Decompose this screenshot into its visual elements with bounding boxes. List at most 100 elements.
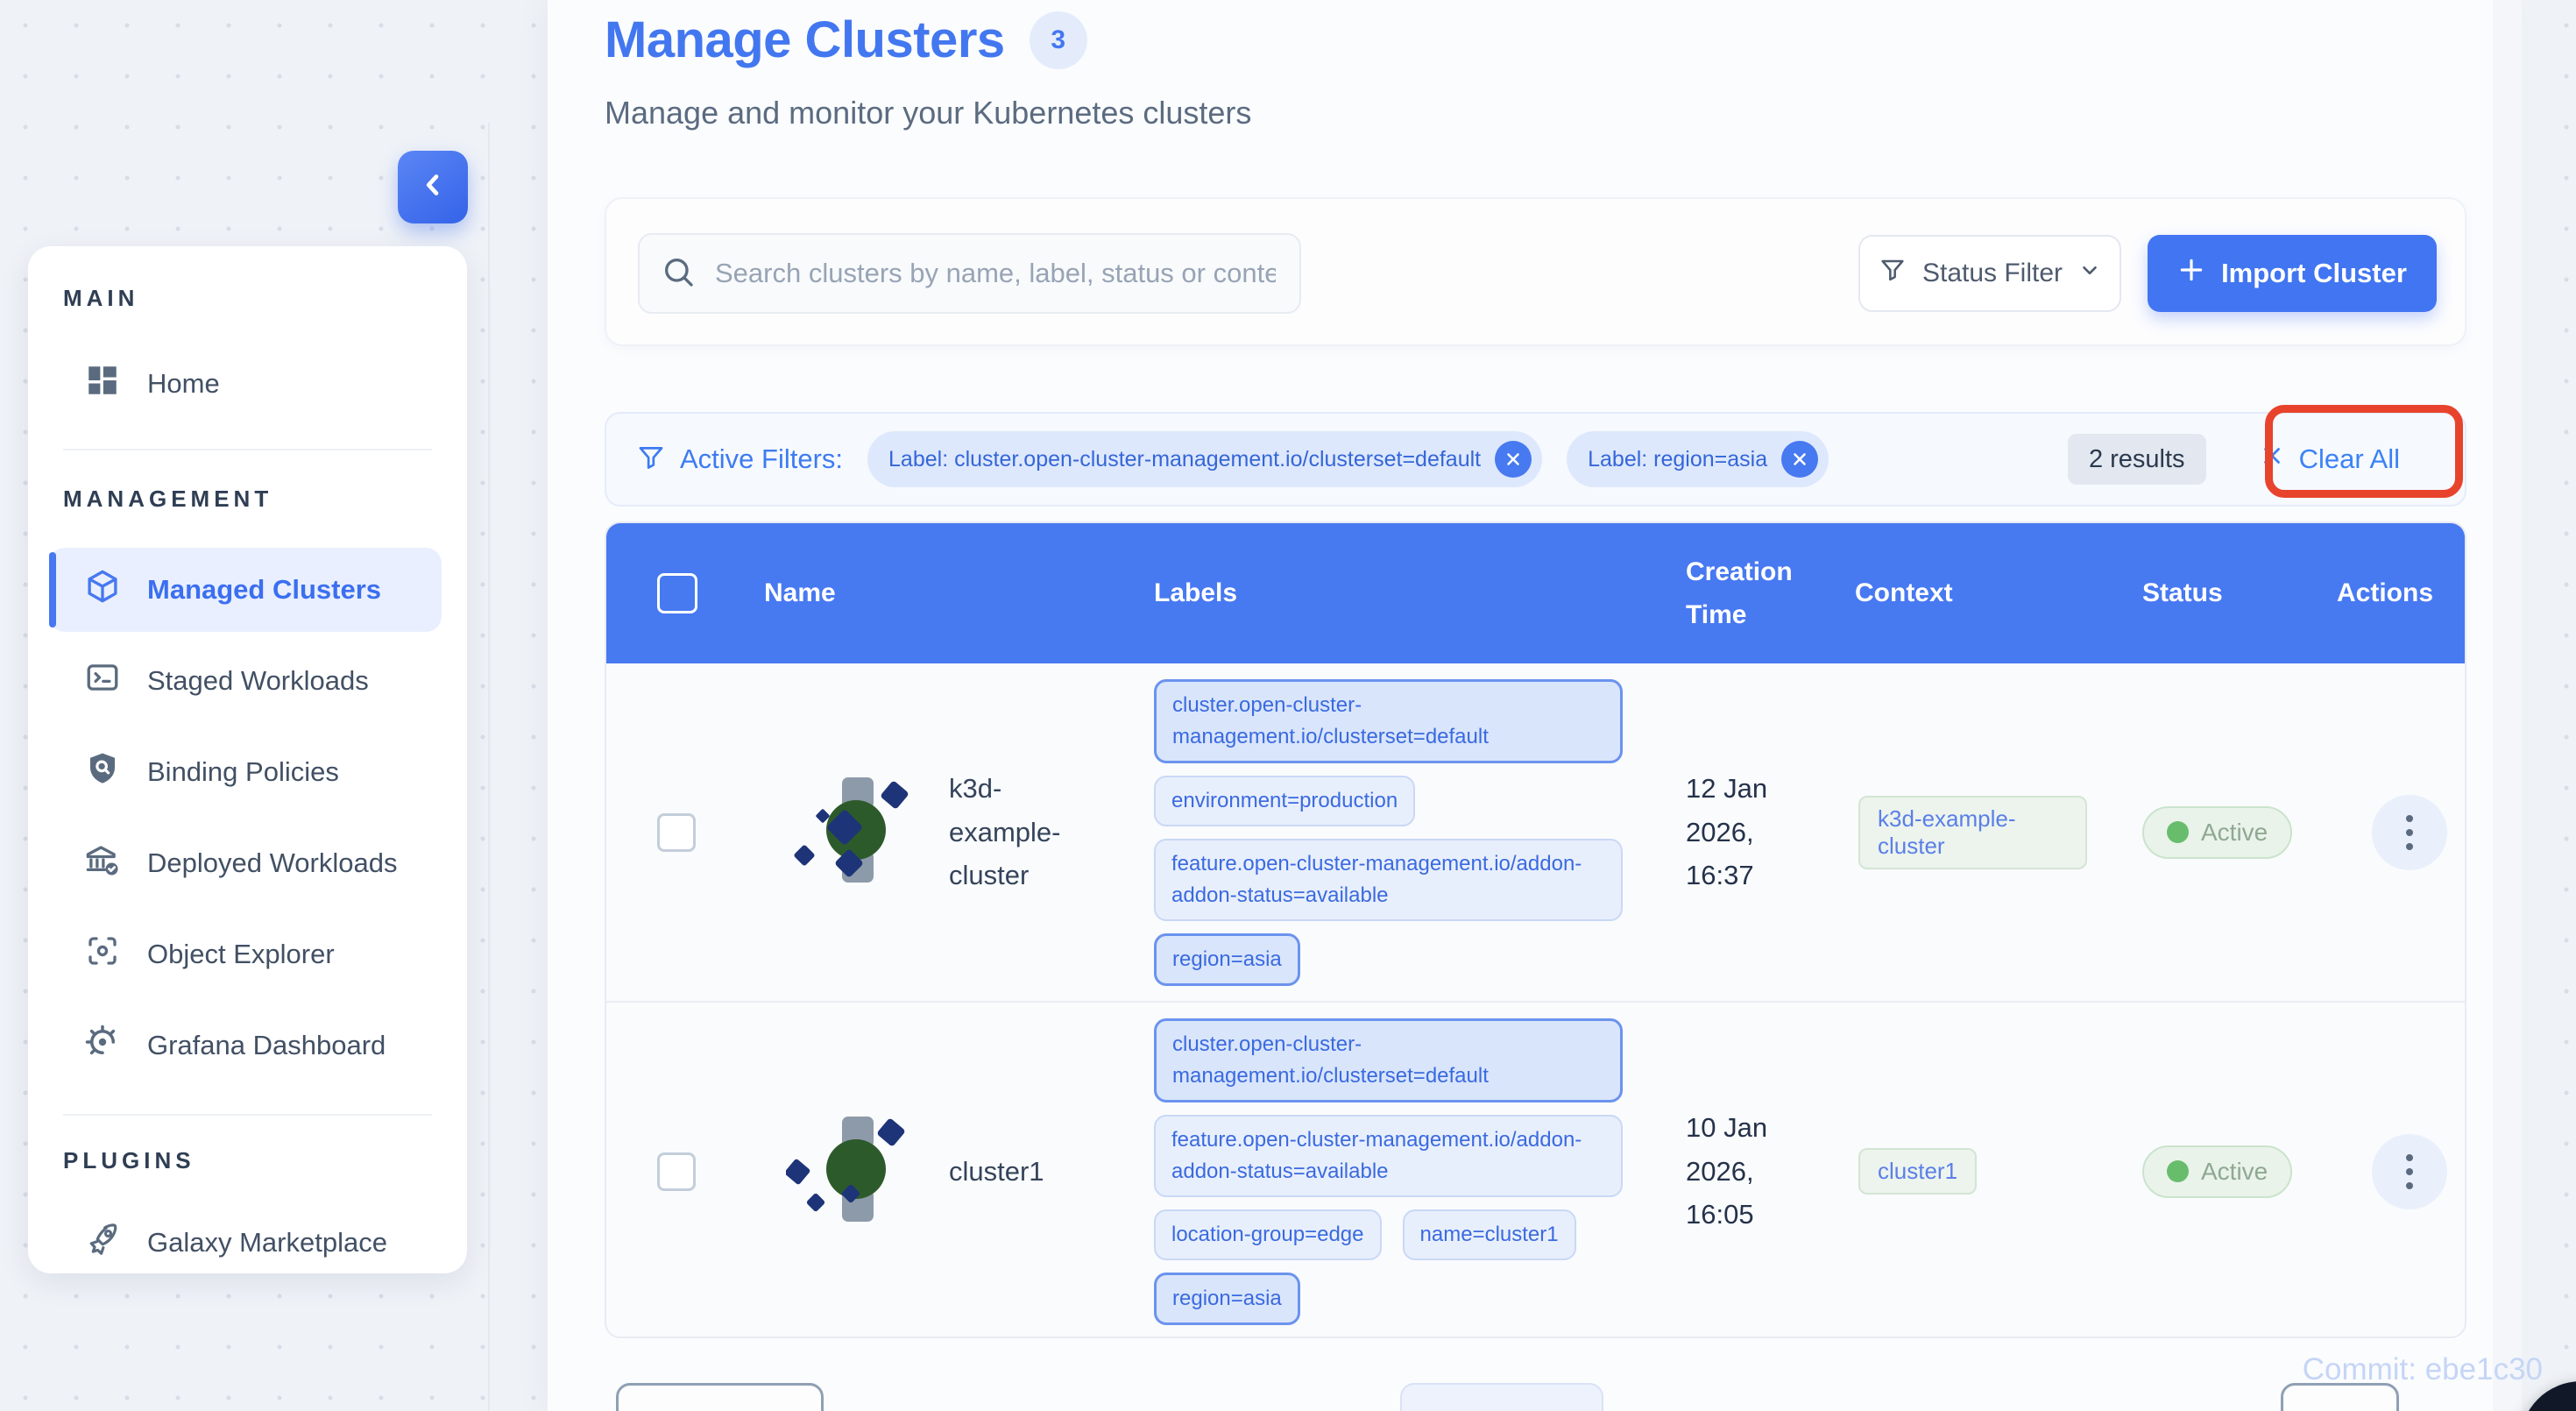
search-input[interactable]: [715, 258, 1276, 289]
sidebar: MAIN Home MANAGEMENT Managed Clusters St…: [28, 246, 467, 1273]
sidebar-item-grafana-dashboard[interactable]: Grafana Dashboard: [63, 1003, 432, 1088]
column-header-labels: Labels: [1154, 578, 1238, 607]
bank-check-icon: [84, 841, 121, 885]
column-header-creation-time: Creation Time: [1686, 557, 1793, 630]
scroll-gutter: [2493, 0, 2522, 1411]
status-filter-button[interactable]: Status Filter: [1858, 235, 2121, 312]
terminal-icon: [84, 659, 121, 703]
cluster-graph-icon: [786, 760, 926, 904]
status-label: Active: [2201, 818, 2268, 846]
sidebar-item-galaxy-marketplace[interactable]: Galaxy Marketplace: [63, 1209, 432, 1273]
sidebar-item-label: Grafana Dashboard: [147, 1030, 386, 1060]
select-all-checkbox[interactable]: [657, 573, 697, 613]
status-dot: [2167, 821, 2189, 843]
column-header-actions: Actions: [2337, 578, 2434, 607]
column-header-context: Context: [1855, 578, 1953, 607]
label-chip[interactable]: location-group=edge: [1154, 1209, 1382, 1260]
plus-icon: [2177, 256, 2205, 291]
sidebar-item-label: Binding Policies: [147, 756, 339, 787]
cube-icon: [84, 568, 121, 612]
pagination-page-indicator[interactable]: [1400, 1383, 1603, 1411]
chevron-down-icon: [2078, 259, 2101, 288]
rocket-icon: [84, 1221, 121, 1265]
home-grid-icon: [84, 362, 121, 406]
sidebar-item-home[interactable]: Home: [63, 351, 432, 417]
label-chip[interactable]: region=asia: [1154, 1272, 1300, 1325]
results-count: 2 results: [2067, 434, 2206, 485]
sidebar-section-management: MANAGEMENT: [63, 486, 273, 512]
funnel-icon-blue: [636, 443, 666, 477]
table-row: k3d-example-cluster cluster.open-cluster…: [606, 663, 2465, 1001]
row-actions-menu-button[interactable]: [2372, 794, 2447, 870]
label-chip[interactable]: region=asia: [1154, 932, 1300, 986]
sidebar-item-label: Object Explorer: [147, 939, 335, 969]
filter-chip-text: Label: cluster.open-cluster-management.i…: [888, 446, 1482, 472]
label-chip[interactable]: feature.open-cluster-management.io/addon…: [1154, 1114, 1623, 1197]
status-filter-label: Status Filter: [1921, 259, 2063, 287]
sidebar-item-binding-policies[interactable]: Binding Policies: [63, 730, 432, 814]
remove-filter-icon[interactable]: [1781, 441, 1819, 478]
import-cluster-button[interactable]: Import Cluster: [2148, 235, 2437, 312]
page-title: Manage Clusters: [605, 11, 1005, 68]
sidebar-item-object-explorer[interactable]: Object Explorer: [63, 912, 432, 996]
active-filters-bar: Active Filters: Label: cluster.open-clus…: [605, 405, 2466, 507]
focus-frame-icon: [84, 932, 121, 976]
cluster-graph-icon: [784, 1099, 926, 1244]
clusters-table: Name Labels Creation Time Context Status…: [605, 521, 2466, 1338]
sidebar-collapse-button[interactable]: [398, 151, 468, 223]
clear-all-button[interactable]: Clear All: [2259, 443, 2400, 476]
active-filters-label: Active Filters:: [680, 443, 844, 474]
creation-time: 12 Jan 2026, 16:37: [1686, 773, 1768, 891]
funnel-icon: [1879, 256, 1907, 291]
creation-time: 10 Jan 2026, 16:05: [1686, 1112, 1768, 1230]
cluster-count-badge: 3: [1029, 11, 1087, 69]
filter-chip-clusterset[interactable]: Label: cluster.open-cluster-management.i…: [867, 431, 1543, 487]
clear-all-label: Clear All: [2298, 443, 2400, 474]
sidebar-item-label: Home: [147, 368, 220, 399]
row-actions-menu-button[interactable]: [2372, 1133, 2447, 1209]
search-box[interactable]: [638, 233, 1301, 314]
status-dot: [2167, 1160, 2189, 1182]
table-header-row: Name Labels Creation Time Context Status…: [606, 523, 2465, 663]
sidebar-divider: [63, 1114, 432, 1116]
label-chip[interactable]: feature.open-cluster-management.io/addon…: [1154, 838, 1623, 921]
sidebar-item-staged-workloads[interactable]: Staged Workloads: [63, 639, 432, 723]
filter-chip-text: Label: region=asia: [1588, 446, 1768, 472]
label-chip[interactable]: cluster.open-cluster-management.io/clust…: [1154, 1017, 1623, 1103]
table-row: cluster1 cluster.open-cluster-management…: [606, 1001, 2465, 1337]
sidebar-edge-line: [488, 123, 490, 1411]
sidebar-section-plugins: PLUGINS: [63, 1147, 195, 1173]
column-header-status: Status: [2142, 578, 2223, 607]
shield-search-icon: [84, 750, 121, 794]
filter-chip-region[interactable]: Label: region=asia: [1567, 431, 1829, 487]
label-chip[interactable]: environment=production: [1154, 775, 1416, 826]
sidebar-section-main: MAIN: [63, 285, 139, 311]
sidebar-item-label: Galaxy Marketplace: [147, 1227, 387, 1258]
sidebar-item-label: Managed Clusters: [147, 574, 382, 605]
chevron-left-icon: [416, 168, 449, 206]
toolbar-card: Status Filter Import Cluster: [605, 197, 2466, 346]
status-badge: Active: [2142, 1145, 2293, 1198]
row-checkbox[interactable]: [657, 1152, 696, 1191]
status-badge: Active: [2142, 805, 2293, 859]
x-icon: [2259, 443, 2285, 476]
import-cluster-label: Import Cluster: [2221, 258, 2407, 288]
label-chip[interactable]: cluster.open-cluster-management.io/clust…: [1154, 678, 1623, 763]
sidebar-item-managed-clusters[interactable]: Managed Clusters: [49, 548, 442, 632]
context-badge: cluster1: [1858, 1148, 1978, 1195]
label-chip[interactable]: name=cluster1: [1402, 1209, 1576, 1260]
sidebar-divider: [63, 449, 432, 450]
sidebar-item-deployed-workloads[interactable]: Deployed Workloads: [63, 821, 432, 905]
pagination-previous-button[interactable]: [616, 1383, 824, 1411]
row-checkbox[interactable]: [657, 812, 696, 852]
cluster-name[interactable]: k3d-example-cluster: [949, 773, 1061, 891]
page-subtitle: Manage and monitor your Kubernetes clust…: [605, 95, 1252, 131]
pagination-next-button[interactable]: [2281, 1383, 2399, 1411]
search-icon: [661, 254, 696, 294]
remove-filter-icon[interactable]: [1495, 441, 1532, 478]
sidebar-item-label: Staged Workloads: [147, 665, 369, 696]
context-badge: k3d-example-cluster: [1858, 795, 2087, 869]
status-label: Active: [2201, 1157, 2268, 1185]
cluster-name[interactable]: cluster1: [949, 1155, 1044, 1187]
